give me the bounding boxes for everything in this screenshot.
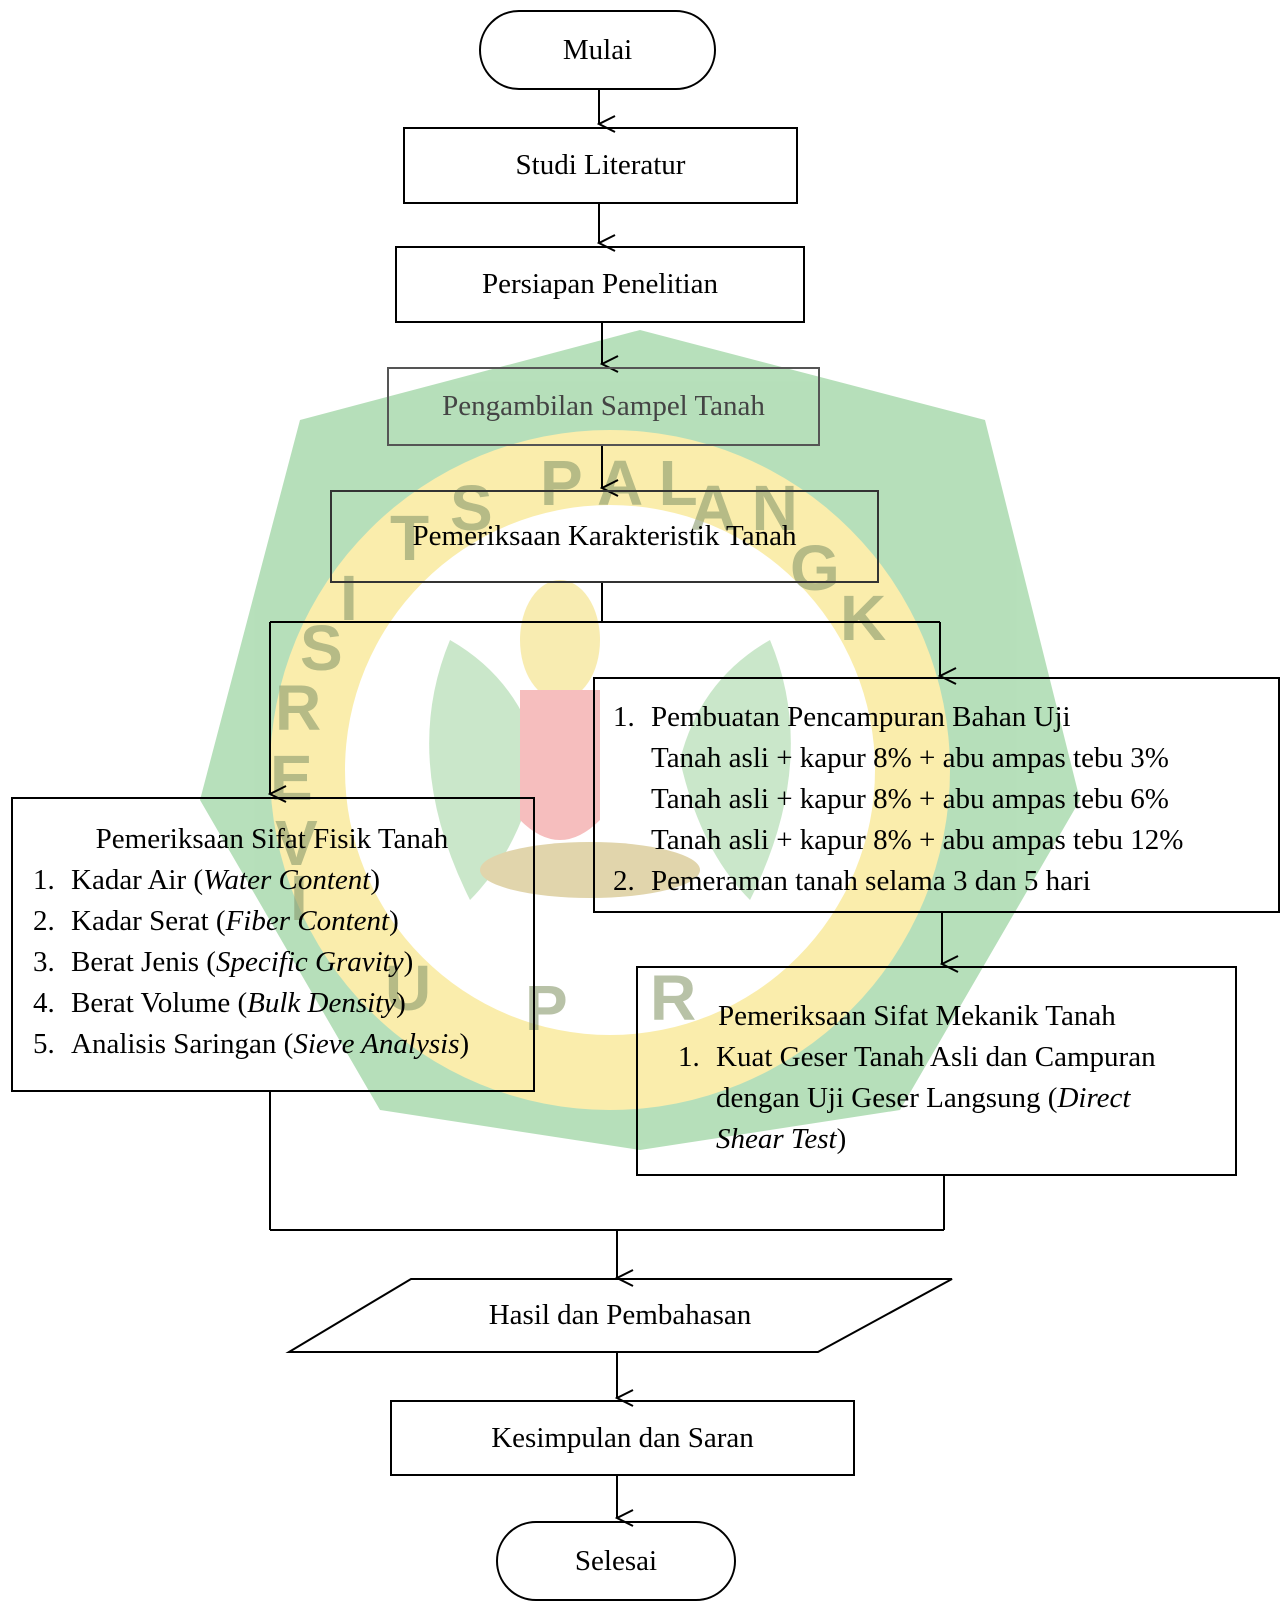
mixing-box: 1. Pembuatan Pencampuran Bahan Uji Tanah…	[593, 677, 1280, 913]
sampling-label: Pengambilan Sampel Tanah	[442, 390, 765, 423]
mix-line-3: Tanah asli + kapur 8% + abu ampas tebu 1…	[651, 824, 1184, 856]
mixing-item-1-title: Pembuatan Pencampuran Bahan Uji	[651, 701, 1071, 733]
end-terminal: Selesai	[496, 1521, 736, 1601]
list-item: 4. Berat Volume (Bulk Density)	[33, 987, 406, 1019]
mechanical-line-2: dengan Uji Geser Langsung (	[716, 1082, 1058, 1114]
conclusion-label: Kesimpulan dan Saran	[491, 1421, 754, 1454]
conclusion-box: Kesimpulan dan Saran	[390, 1400, 855, 1476]
mechanical-line-1: Kuat Geser Tanah Asli dan Campuran	[716, 1041, 1156, 1073]
mixing-item-2-text: Pemeraman tanah selama 3 dan 5 hari	[651, 865, 1091, 897]
results-label-wrap: Hasil dan Pembahasan	[300, 1279, 940, 1352]
mechanical-item-1: 1. Kuat Geser Tanah Asli dan Campuran de…	[678, 1037, 1225, 1160]
physical-list: 1. Kadar Air (Water Content) 2. Kadar Se…	[33, 860, 523, 1065]
end-label: Selesai	[574, 1544, 658, 1577]
physical-properties-box: Pemeriksaan Sifat Fisik Tanah 1. Kadar A…	[11, 797, 535, 1092]
results-label: Hasil dan Pembahasan	[488, 1299, 752, 1331]
preparation-label: Persiapan Penelitian	[482, 268, 718, 301]
list-item: 3. Berat Jenis (Specific Gravity)	[33, 946, 414, 978]
list-item: 1. Kadar Air (Water Content)	[33, 864, 381, 896]
results-parallelogram	[285, 1278, 953, 1353]
mechanical-properties-box: Pemeriksaan Sifat Mekanik Tanah 1. Kuat …	[636, 966, 1237, 1176]
list-number: 1.	[678, 1041, 700, 1073]
sampling-box: Pengambilan Sampel Tanah	[387, 367, 820, 446]
characteristics-label: Pemeriksaan Karakteristik Tanah	[412, 520, 797, 553]
mechanical-title: Pemeriksaan Sifat Mekanik Tanah	[718, 1000, 1116, 1032]
mix-line-1: Tanah asli + kapur 8% + abu ampas tebu 3…	[651, 742, 1169, 774]
start-terminal: Mulai	[479, 10, 716, 90]
list-item: 2. Kadar Serat (Fiber Content)	[33, 905, 399, 937]
list-item: 5. Analisis Saringan (Sieve Analysis)	[33, 1028, 470, 1060]
physical-title: Pemeriksaan Sifat Fisik Tanah	[95, 823, 449, 855]
list-number: 1.	[613, 701, 635, 733]
mixing-item-1: 1. Pembuatan Pencampuran Bahan Uji Tanah…	[613, 697, 1268, 861]
mix-line-2: Tanah asli + kapur 8% + abu ampas tebu 6…	[651, 783, 1169, 815]
characteristics-box: Pemeriksaan Karakteristik Tanah	[330, 490, 879, 583]
start-label: Mulai	[562, 33, 633, 66]
literature-box: Studi Literatur	[403, 127, 798, 204]
literature-label: Studi Literatur	[515, 149, 686, 182]
mixing-item-2: 2. Pemeraman tanah selama 3 dan 5 hari	[613, 861, 1268, 902]
preparation-box: Persiapan Penelitian	[395, 246, 805, 323]
mechanical-line-3: Shear Test	[716, 1123, 837, 1155]
list-number: 2.	[613, 865, 635, 897]
